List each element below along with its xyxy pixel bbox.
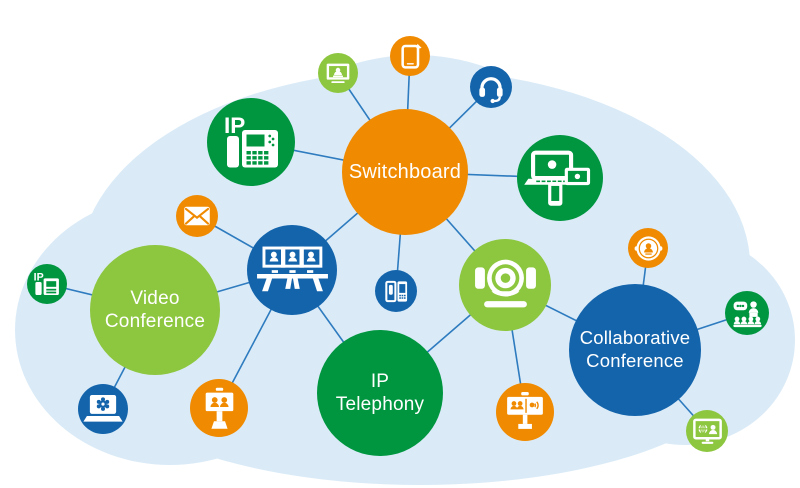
video-conference-label-line: Conference	[104, 311, 206, 332]
telepresence-screen-icon	[499, 386, 551, 438]
collaborative-conference-label-line: Conference	[586, 350, 684, 371]
video-kiosk-device-node	[190, 379, 248, 437]
presentation-device-node	[725, 291, 769, 335]
switchboard-label: Switchboard	[349, 160, 461, 184]
telepresence-screen-device-node	[496, 383, 554, 441]
switchboard-hub-node: Switchboard	[342, 109, 468, 235]
desktop-globe-device-node	[686, 410, 728, 452]
round-badge-user-icon	[632, 232, 665, 265]
tablet-device-node	[390, 36, 430, 76]
email-icon	[180, 199, 214, 233]
telepresence-room-device-node	[247, 225, 337, 315]
svg-text:IP: IP	[34, 272, 44, 284]
intercom-device-node	[375, 270, 417, 312]
ptz-camera-icon	[466, 246, 545, 325]
ip-desk-phone-icon: IP	[215, 106, 287, 178]
presentation-audience-icon	[729, 295, 766, 332]
laptop-settings-device-node	[78, 384, 128, 434]
video-conference-label-line: Video	[130, 287, 180, 309]
intercom-phone-icon	[380, 275, 413, 308]
svg-text:IP: IP	[224, 113, 245, 138]
headset-icon	[474, 70, 508, 104]
headset-device-node	[470, 66, 512, 108]
ip-telephony-label-line: IP	[370, 370, 390, 392]
switchboard-label-line: Switchboard	[348, 160, 462, 183]
webinar-laptop-device-node	[318, 53, 358, 93]
multi-device-device-node	[517, 135, 603, 221]
ip-desk-phone-device-node: IP	[207, 98, 295, 186]
ip-phone-small-icon: IP	[30, 267, 64, 301]
webinar-person-icon	[322, 57, 354, 89]
telepresence-room-icon	[251, 229, 334, 312]
email-device-node	[176, 195, 218, 237]
desktop-globe-icon	[690, 414, 725, 449]
ip-phone-small-device-node: IP	[27, 264, 67, 304]
collaborative-conference-label-line: Collaborative	[579, 327, 691, 349]
video-kiosk-icon	[194, 383, 245, 434]
multi-device-icon	[522, 140, 598, 216]
ptz-camera-device-node	[459, 239, 551, 331]
ip-telephony-label-line: Telephony	[335, 394, 425, 415]
laptop-settings-icon	[82, 388, 124, 430]
round-badge-device-node	[628, 228, 668, 268]
tablet-pen-icon	[394, 40, 426, 72]
